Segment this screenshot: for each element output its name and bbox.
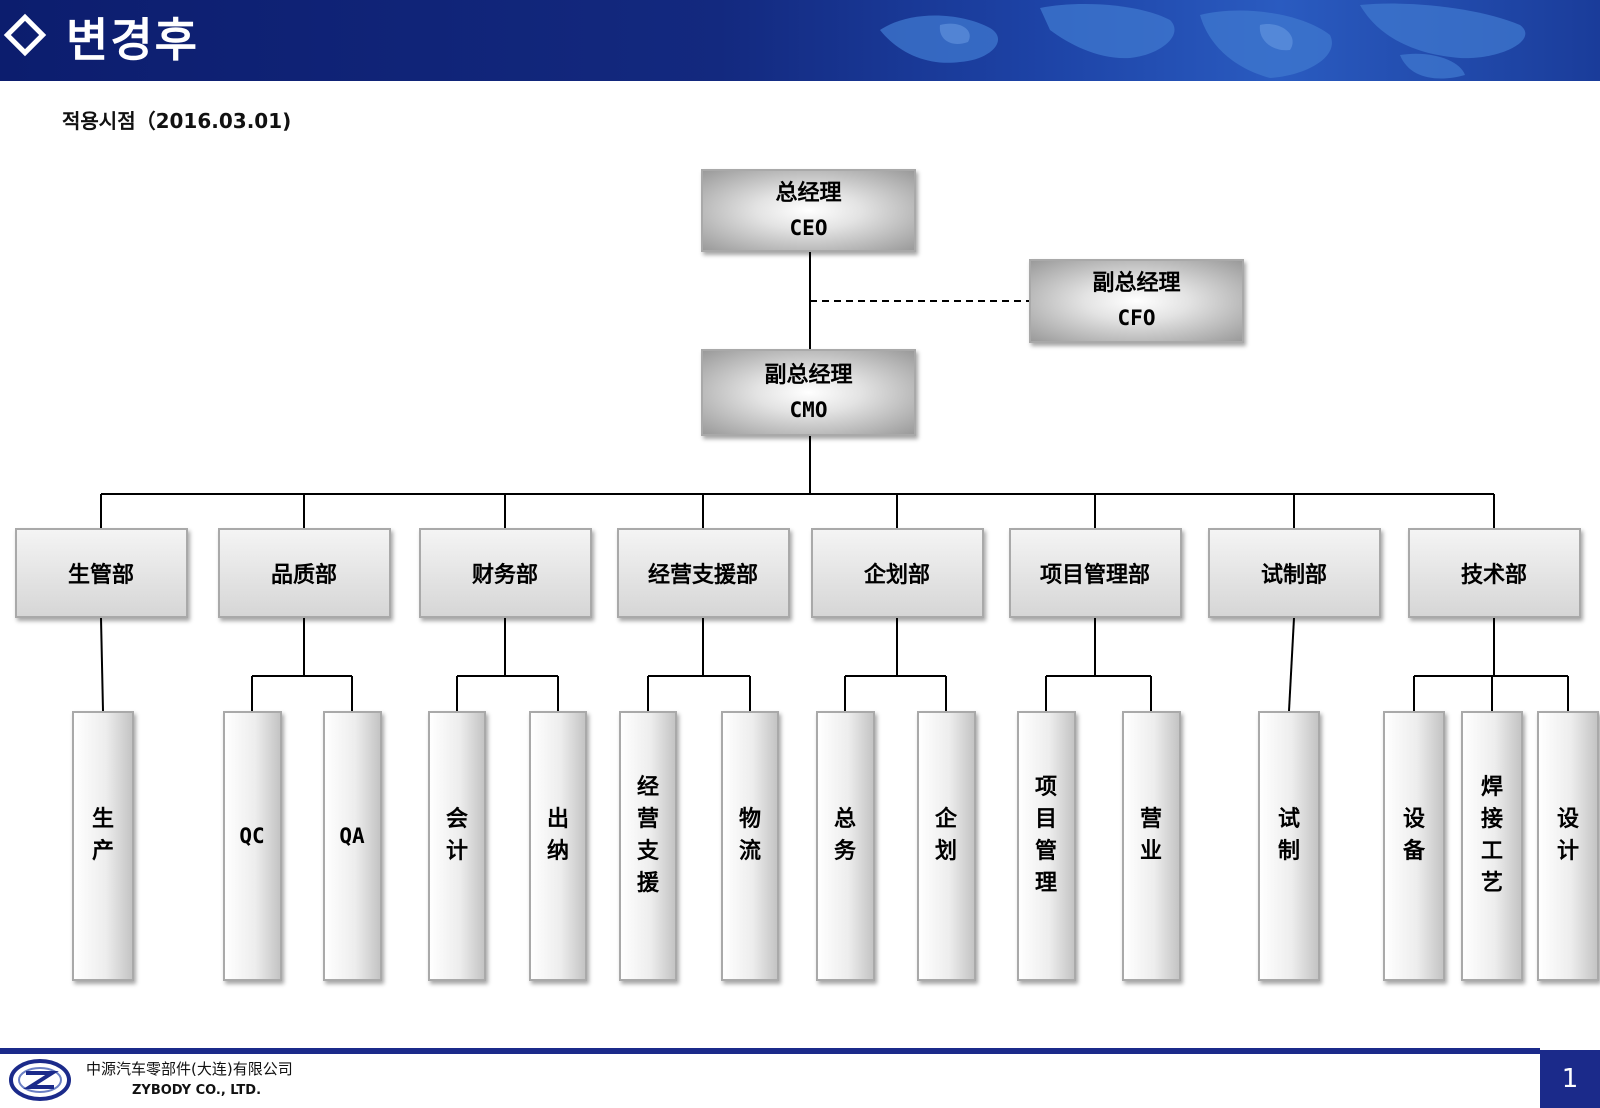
footer-divider [0, 1048, 1540, 1054]
effective-date: 적용시점（2016.03.01) [62, 109, 292, 133]
unit-box: 生产 [72, 711, 134, 981]
ceo-box: 总经理 CEO [701, 169, 916, 252]
department-box: 技术部 [1407, 528, 1581, 618]
cmo-title-cn: 副总经理 [764, 362, 853, 388]
unit-box: 设备 [1383, 711, 1445, 981]
unit-box: 试制 [1258, 711, 1320, 981]
page-title: 변경후 [66, 13, 199, 67]
unit-box: 项目管理 [1016, 711, 1076, 981]
company-name-en: ZYBODY CO., LTD. [132, 1083, 262, 1098]
unit-box: QC [222, 711, 282, 981]
cmo-box: 副总经理 CMO [701, 349, 916, 436]
unit-connector-line [1288, 617, 1295, 712]
unit-label: 生产 [91, 807, 114, 864]
department-box: 生管部 [14, 528, 188, 618]
company-name-cn: 中源汽车零部件(大连)有限公司 [86, 1060, 293, 1078]
unit-box: 会计 [428, 711, 486, 981]
cmo-title-en: CMO [789, 397, 828, 422]
unit-label: QA [339, 824, 365, 848]
unit-label: 物流 [738, 807, 761, 864]
department-box: 品质部 [217, 528, 391, 618]
unit-label: 试制 [1277, 807, 1300, 864]
department-box: 试制部 [1207, 528, 1381, 618]
ceo-title-cn: 总经理 [775, 180, 842, 206]
unit-label: 项目管理 [1034, 775, 1057, 896]
unit-label: 经营支援 [636, 775, 659, 896]
unit-box: 物流 [721, 711, 779, 981]
unit-connector-line [100, 617, 104, 712]
zybody-logo-icon [9, 1059, 71, 1101]
cfo-title-en: CFO [1117, 306, 1156, 330]
unit-label: 总务 [833, 807, 856, 864]
unit-box: 焊接工艺 [1461, 711, 1523, 981]
unit-label: 焊接工艺 [1480, 775, 1503, 896]
unit-label: 企划 [934, 807, 957, 864]
unit-box: 企划 [916, 711, 976, 981]
unit-label: 设备 [1402, 807, 1425, 864]
department-box: 项目管理部 [1008, 528, 1182, 618]
unit-label: 会计 [445, 807, 468, 864]
unit-label: 营业 [1139, 807, 1162, 864]
unit-box: 设计 [1537, 711, 1599, 981]
department-box: 经营支援部 [616, 528, 790, 618]
unit-label: 出纳 [546, 807, 569, 864]
department-box: 财务部 [418, 528, 592, 618]
world-map-decoration [880, 3, 1526, 79]
department-box: 企划部 [810, 528, 984, 618]
unit-label: 设计 [1556, 807, 1579, 864]
unit-box: 总务 [815, 711, 875, 981]
unit-box: 出纳 [529, 711, 587, 981]
cfo-box: 副总经理 CFO [1029, 259, 1244, 343]
cfo-title-cn: 副总经理 [1092, 271, 1181, 296]
unit-box: 营业 [1121, 711, 1181, 981]
page-number: 1 [1540, 1050, 1600, 1108]
unit-box: 经营支援 [619, 711, 677, 981]
header-banner: 변경후 [0, 0, 1600, 81]
unit-label: QC [239, 824, 265, 848]
ceo-title-en: CEO [789, 215, 828, 240]
unit-box: QA [322, 711, 382, 981]
